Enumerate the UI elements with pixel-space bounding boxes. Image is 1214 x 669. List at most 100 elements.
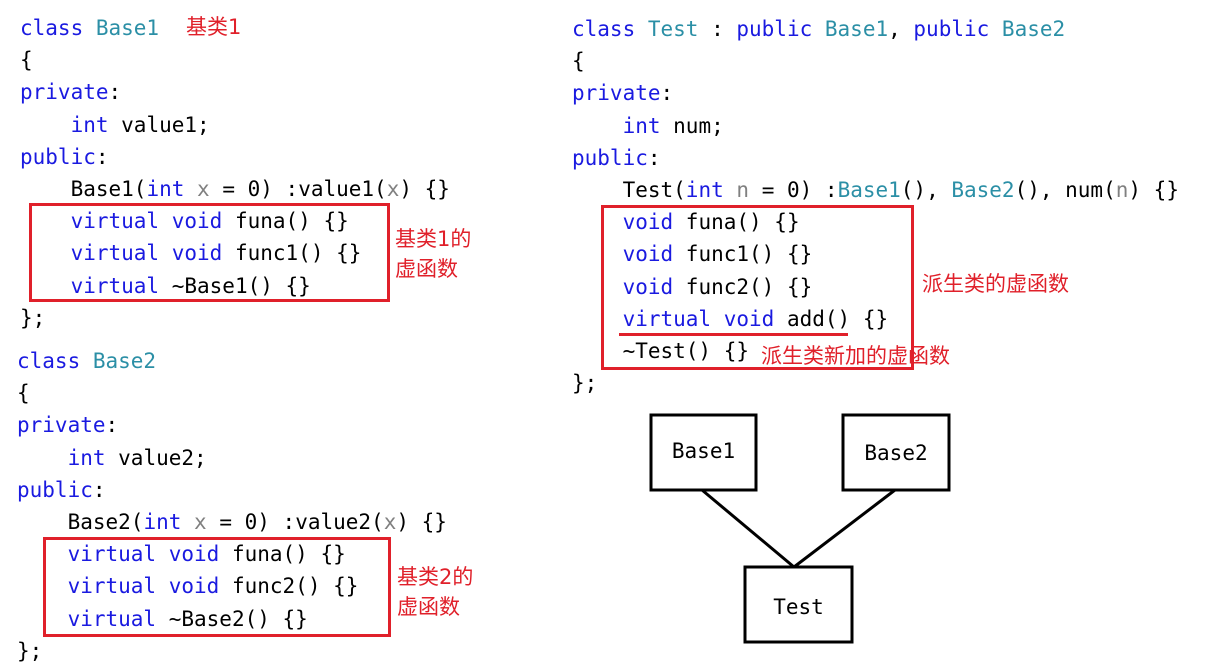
node-base1: Base1 bbox=[649, 413, 758, 492]
code-token: void bbox=[622, 242, 674, 267]
code-token: class bbox=[20, 16, 96, 40]
test-code-line: void func1() {} bbox=[572, 238, 1179, 270]
base1-code-line: { bbox=[20, 44, 450, 76]
code-token: ) {} bbox=[399, 176, 450, 201]
code-token: add() {} bbox=[774, 306, 889, 331]
code-token: x bbox=[383, 509, 397, 534]
base1-code-line: private: bbox=[20, 76, 450, 108]
code-token: Test( bbox=[572, 177, 686, 202]
derived-virtuals-annotation: 派生类的虚函数 bbox=[922, 272, 1069, 296]
code-token: void bbox=[168, 542, 220, 567]
base2-virtual-functions-box bbox=[43, 537, 391, 637]
base2-code-line: virtual void func2() {} bbox=[17, 570, 447, 602]
base1-class-code: class Base1{private: int value1;public: … bbox=[20, 12, 450, 334]
code-token: (), bbox=[900, 177, 952, 202]
code-token: Base2 bbox=[92, 349, 157, 373]
code-token: Base1 bbox=[824, 17, 889, 41]
base2-code-line: virtual void funa() {} bbox=[17, 538, 447, 570]
base1-virtual-functions-box bbox=[29, 203, 390, 302]
code-token: public bbox=[913, 17, 990, 41]
code-token: x bbox=[386, 176, 400, 201]
code-token: }; bbox=[17, 638, 43, 663]
code-token: virtual bbox=[622, 306, 712, 331]
code-token: = 0) :value1( bbox=[209, 176, 387, 201]
edge-base1-test bbox=[701, 488, 795, 569]
base2-code-line: virtual ~Base2() {} bbox=[17, 603, 447, 635]
edge-base2-test bbox=[793, 488, 896, 569]
code-token: ) {} bbox=[396, 509, 447, 534]
code-token: { bbox=[20, 48, 33, 73]
test-code-line: virtual void add() {} bbox=[572, 303, 1179, 335]
base2-virtuals-annotation: 基类2的 虚函数 bbox=[397, 565, 474, 619]
code-token: func1() {} bbox=[673, 242, 813, 267]
code-token: , bbox=[888, 17, 914, 41]
code-token: void bbox=[622, 274, 674, 299]
test-code-line: public: bbox=[572, 142, 1179, 174]
code-token: public bbox=[20, 144, 96, 169]
base1-virtuals-annotation: 基类1的 虚函数 bbox=[395, 227, 472, 281]
code-token: = 0) : bbox=[749, 177, 838, 202]
code-token: class bbox=[17, 349, 93, 373]
code-token: Base2 bbox=[1001, 17, 1066, 41]
code-token: int bbox=[146, 176, 185, 201]
code-token: x bbox=[194, 509, 207, 534]
test-code-line: void func2() {} bbox=[572, 271, 1179, 303]
node-base2: Base2 bbox=[841, 413, 951, 492]
code-token: ~Base1() {} bbox=[159, 273, 311, 298]
code-token: void bbox=[168, 574, 220, 599]
code-token: : bbox=[108, 80, 122, 105]
code-token: value1; bbox=[108, 112, 210, 137]
base1-code-line: }; bbox=[20, 302, 450, 334]
code-token: = 0) :value2( bbox=[206, 509, 384, 534]
derived-new-virtual-annotation: 派生类新加的虚函数 bbox=[761, 344, 950, 368]
base2-code-line: class Base2 bbox=[17, 345, 447, 377]
test-code-line: Test(int n = 0) :Base1(), Base2(), num(n… bbox=[572, 174, 1179, 206]
base1-code-line: int value1; bbox=[20, 109, 450, 141]
code-token: private bbox=[572, 81, 661, 106]
code-token: func2() {} bbox=[673, 274, 813, 299]
code-token: virtual bbox=[67, 606, 157, 631]
test-code-line: { bbox=[572, 45, 1179, 77]
code-token: : bbox=[105, 413, 119, 438]
base1-code-line: virtual void funa() {} bbox=[20, 205, 450, 237]
code-token: { bbox=[572, 49, 585, 74]
test-code-line: class Test : public Base1, public Base2 bbox=[572, 13, 1179, 45]
code-token: ~Base2() {} bbox=[156, 606, 308, 631]
test-class-code: class Test : public Base1, public Base2 {… bbox=[572, 13, 1179, 399]
code-token: { bbox=[17, 381, 30, 406]
code-token: num; bbox=[660, 113, 724, 138]
code-token: virtual bbox=[67, 574, 157, 599]
code-token: int bbox=[685, 177, 724, 202]
code-token: private bbox=[17, 413, 106, 438]
base2-code-line: private: bbox=[17, 409, 447, 441]
node-test: Test bbox=[743, 565, 854, 644]
code-token: : bbox=[698, 17, 737, 41]
base1-code-line: virtual ~Base1() {} bbox=[20, 270, 450, 302]
base1-code-line: public: bbox=[20, 141, 450, 173]
node-base2-label: Base2 bbox=[864, 441, 927, 465]
code-token: Base1 bbox=[837, 177, 901, 202]
test-code-line: void funa() {} bbox=[572, 206, 1179, 238]
code-token: Test bbox=[647, 17, 699, 41]
code-token: x bbox=[197, 176, 210, 201]
code-token: void bbox=[171, 209, 223, 234]
code-token: virtual bbox=[70, 209, 160, 234]
code-token: void bbox=[171, 241, 223, 266]
code-token: : bbox=[647, 145, 661, 170]
node-test-label: Test bbox=[773, 595, 824, 619]
code-token: virtual bbox=[70, 273, 160, 298]
code-token: Base2 bbox=[951, 177, 1015, 202]
base2-code-line: public: bbox=[17, 474, 447, 506]
test-code-line: }; bbox=[572, 367, 1179, 399]
code-token: public bbox=[572, 145, 648, 170]
code-token: funa() {} bbox=[673, 210, 800, 235]
base1-code-line: Base1(int x = 0) :value1(x) {} bbox=[20, 173, 450, 205]
new-virtual-underline bbox=[619, 333, 848, 336]
code-token: }; bbox=[572, 371, 598, 396]
base1-code-line: virtual void func1() {} bbox=[20, 237, 450, 269]
test-code-line: private: bbox=[572, 77, 1179, 109]
code-token: value2; bbox=[105, 445, 207, 470]
test-code-line: ~Test() {} bbox=[572, 335, 1179, 367]
code-token: funa() {} bbox=[219, 542, 346, 567]
